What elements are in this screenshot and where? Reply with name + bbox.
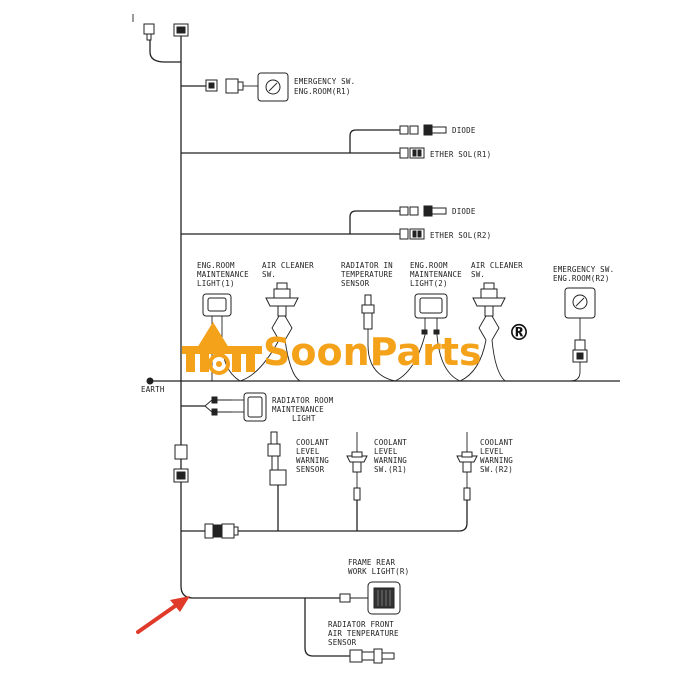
watermark-brand: SoonParts	[263, 330, 482, 374]
frame-rear-work-light: FRAME REAR WORK LIGHT(R)	[339, 558, 409, 615]
maint-light-1-label-2: MAINTENANCE	[197, 270, 249, 279]
emergency-sw-r1-label-2: ENG.ROOM(R1)	[294, 87, 351, 96]
radiator-room-light-label-3: LIGHT	[292, 414, 316, 423]
radiator-air-temp-label-1: RADIATOR FRONT	[328, 620, 394, 629]
air-cleaner-1-label-1: AIR CLEANER	[262, 261, 314, 270]
emergency-sw-r1-label-1: EMERGENCY SW.	[294, 77, 355, 86]
coolant-sensor-label-2: LEVEL	[296, 447, 320, 456]
earth-bus: EARTH	[141, 377, 620, 394]
ether-sol-r2-branch: DIODE ETHER SOL(R2)	[181, 205, 491, 240]
coolant-sw-r2-label-3: WARNING	[480, 456, 513, 465]
coolant-sw-r2-label-4: SW.(R2)	[480, 465, 513, 474]
air-cleaner-switch-2: AIR CLEANER SW.	[459, 261, 523, 382]
maintenance-light-2: ENG.ROOM MAINTENANCE LIGHT(2)	[394, 261, 462, 382]
air-cleaner-1-label-2: SW.	[262, 270, 276, 279]
maintenance-light-1: ENG.ROOM MAINTENANCE LIGHT(1)	[197, 261, 249, 382]
diode-label-1: DIODE	[452, 126, 476, 135]
air-cleaner-2-label-2: SW.	[471, 270, 485, 279]
radiator-room-light-label-1: RADIATOR ROOM	[272, 396, 334, 405]
top-connectors	[132, 14, 189, 63]
coolant-sw-r1-label-2: LEVEL	[374, 447, 398, 456]
radiator-temp-label-1: RADIATOR IN	[341, 261, 393, 270]
frame-rear-light-label-1: FRAME REAR	[348, 558, 395, 567]
coolant-sw-r1-label-3: WARNING	[374, 456, 407, 465]
coolant-sw-r1-label-1: COOLANT	[374, 438, 407, 447]
maint-light-1-label-1: ENG.ROOM	[197, 261, 235, 270]
soonparts-watermark: SoonParts ®	[182, 321, 530, 375]
maint-light-2-label-1: ENG.ROOM	[410, 261, 448, 270]
radiator-room-light: RADIATOR ROOM MAINTENANCE LIGHT	[181, 392, 334, 423]
coolant-level-switch-r1: COOLANT LEVEL WARNING SW.(R1)	[346, 432, 407, 501]
emergency-switch-r1: EMERGENCY SW. ENG.ROOM(R1)	[181, 72, 355, 102]
radiator-in-temp-sensor: RADIATOR IN TEMPERATURE SENSOR	[341, 261, 396, 382]
main-trunk-wire	[180, 62, 340, 599]
ether-sol-r1-branch: DIODE ETHER SOL(R1)	[181, 124, 491, 159]
coolant-sensor-label-3: WARNING	[296, 456, 329, 465]
earth-label: EARTH	[141, 385, 165, 394]
coolant-sw-r2-label-1: COOLANT	[480, 438, 513, 447]
ether-sol-r1-label: ETHER SOL(R1)	[430, 150, 491, 159]
coolant-sensor-label-4: SENSOR	[296, 465, 325, 474]
frame-rear-light-label-2: WORK LIGHT(R)	[348, 567, 409, 576]
coolant-sw-r2-label-2: LEVEL	[480, 447, 504, 456]
red-pointer-arrow	[136, 596, 190, 634]
air-cleaner-2-label-1: AIR CLEANER	[471, 261, 523, 270]
radiator-room-light-label-2: MAINTENANCE	[272, 405, 324, 414]
emergency-sw-r2-label-2: ENG.ROOM(R2)	[553, 274, 610, 283]
coolant-bus	[181, 485, 468, 539]
ether-sol-r2-label: ETHER SOL(R2)	[430, 231, 491, 240]
maint-light-1-label-3: LIGHT(1)	[197, 279, 235, 288]
coolant-level-switch-r2: COOLANT LEVEL WARNING SW.(R2)	[456, 432, 513, 501]
emergency-sw-r2-label-1: EMERGENCY SW.	[553, 265, 614, 274]
trunk-connectors	[173, 444, 189, 483]
coolant-sensor-label-1: COOLANT	[296, 438, 329, 447]
radiator-temp-label-2: TEMPERATURE	[341, 270, 393, 279]
radiator-temp-label-3: SENSOR	[341, 279, 370, 288]
coolant-level-sensor: COOLANT LEVEL WARNING SENSOR	[267, 431, 329, 486]
maint-light-2-label-2: MAINTENANCE	[410, 270, 462, 279]
maint-light-2-label-3: LIGHT(2)	[410, 279, 448, 288]
coolant-sw-r1-label-4: SW.(R1)	[374, 465, 407, 474]
diode-label-2: DIODE	[452, 207, 476, 216]
radiator-air-temp-label-3: SENSOR	[328, 638, 357, 647]
air-cleaner-switch-1: AIR CLEANER SW.	[239, 261, 314, 382]
radiator-front-air-temp-sensor: RADIATOR FRONT AIR TENPERATURE SENSOR	[304, 598, 399, 664]
emergency-switch-r2: EMERGENCY SW. ENG.ROOM(R2)	[553, 265, 614, 382]
radiator-air-temp-label-2: AIR TENPERATURE	[328, 629, 399, 638]
soonparts-logo-icon	[182, 322, 262, 375]
watermark-registered-mark: ®	[508, 321, 530, 346]
